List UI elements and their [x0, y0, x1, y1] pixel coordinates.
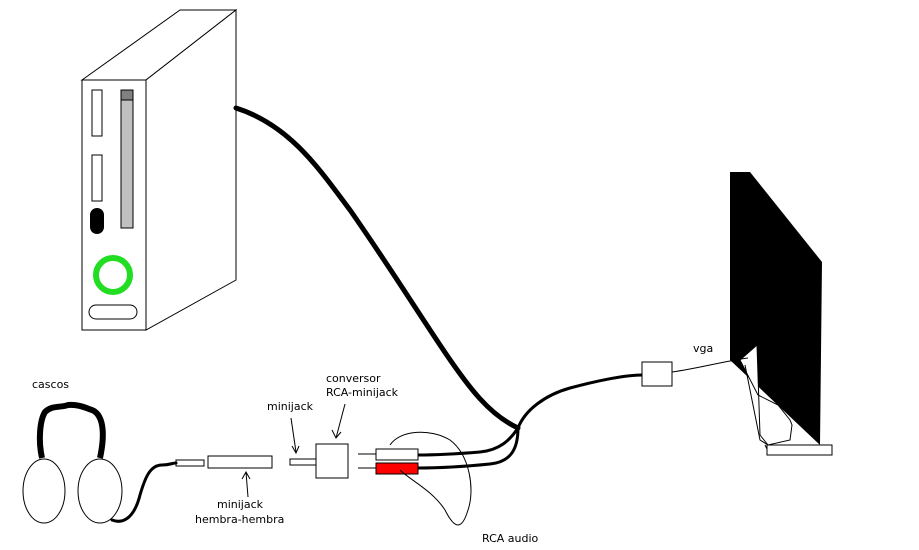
conversor-arrowhead: [331, 429, 342, 439]
headphone-cup-right: [77, 458, 123, 524]
rca-audio-label: RCA audio: [482, 532, 539, 545]
rca-minijack-converter: [315, 443, 349, 479]
conversor-arrow-line: [335, 403, 346, 439]
minijack-arrow-line: [290, 417, 297, 453]
rca-cable-white: [416, 426, 520, 457]
rca-audio-highlight: [389, 431, 472, 526]
eject-button: [90, 208, 104, 234]
conversor-label-line1: conversor: [326, 372, 381, 385]
minijack-arrowhead: [291, 445, 300, 455]
hembra-arrow-line: [245, 471, 249, 498]
hembra-label-line1: minijack: [217, 498, 264, 511]
rca-plug-red: [375, 462, 419, 475]
disc-tray-top: [120, 89, 134, 101]
drive-slot-bottom: [91, 154, 103, 202]
drive-slot-top: [91, 89, 103, 137]
hembra-label-line2: hembra-hembra: [195, 513, 284, 526]
minijack-plug: [289, 458, 317, 466]
cascos-label: cascos: [32, 378, 69, 391]
disc-tray: [120, 89, 134, 229]
rca-plug-white: [375, 448, 419, 461]
rca-cable-red: [416, 426, 520, 470]
headphone-cup-left: [22, 458, 66, 524]
headphones: [22, 401, 178, 524]
bottom-vent: [88, 304, 138, 320]
monitor-stand-back: [739, 343, 793, 446]
vga-link-line: [671, 357, 749, 373]
monitor-base: [766, 444, 833, 456]
conversor-label-line2: RCA-minijack: [326, 386, 399, 399]
minijack-label: minijack: [267, 400, 314, 413]
console-av-cable: [233, 105, 521, 431]
monitor: [730, 172, 833, 456]
headphone-cable: [110, 461, 178, 523]
headphone-band: [36, 401, 106, 459]
headphone-plug: [175, 459, 205, 467]
vga-cable: [516, 373, 644, 430]
power-ring-icon: [93, 255, 133, 295]
hembra-arrowhead: [241, 470, 251, 480]
console-tower: [80, 8, 238, 331]
vga-label: vga: [693, 342, 713, 355]
hembra-hembra-adapter: [207, 455, 273, 469]
vga-connector: [641, 361, 673, 387]
